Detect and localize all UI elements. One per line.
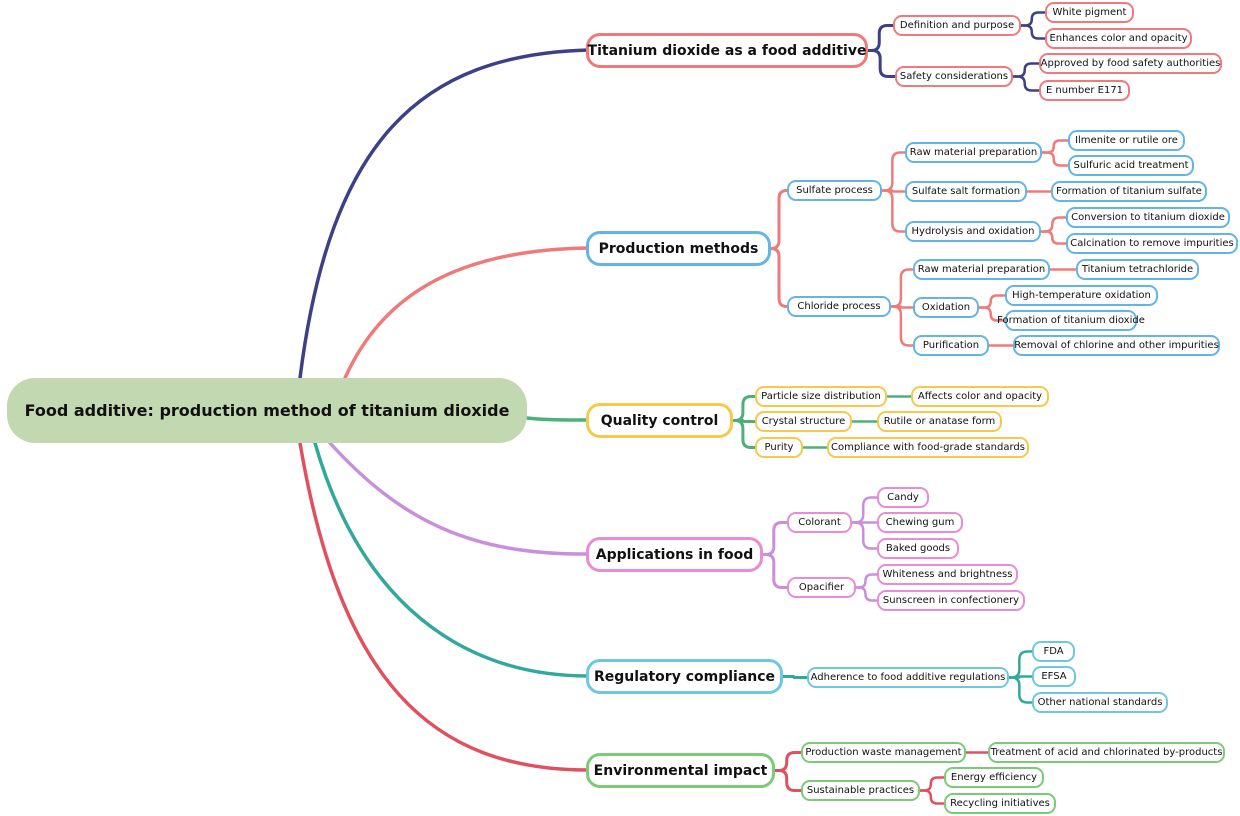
node-definition-and-purpose[interactable]: Definition and purpose <box>893 15 1021 36</box>
node-opacifier[interactable]: Opacifier <box>787 577 856 598</box>
branch-connector <box>761 521 789 556</box>
root-connector <box>313 441 590 678</box>
node-production-waste-management[interactable]: Production waste management <box>801 742 966 763</box>
node-chloride-raw-material[interactable]: Raw material preparation <box>913 259 1050 280</box>
root-connector <box>525 416 590 422</box>
branch-connector <box>1011 62 1041 78</box>
branch-connector <box>850 521 879 550</box>
node-sunscreen-confectionery[interactable]: Sunscreen in confectionery <box>877 590 1025 611</box>
branch-connector <box>1007 675 1034 679</box>
branch-connector <box>1039 216 1068 233</box>
node-enhances-color-opacity[interactable]: Enhances color and opacity <box>1045 28 1192 49</box>
branch-connector <box>1007 650 1034 679</box>
branch-connector <box>1007 676 1034 704</box>
branch-production-methods[interactable]: Production methods <box>586 231 771 266</box>
node-chewing-gum[interactable]: Chewing gum <box>877 512 963 533</box>
branch-connector <box>1040 139 1070 154</box>
branch-connector <box>1019 11 1047 27</box>
node-ilmenite-rutile-ore[interactable]: Ilmenite or rutile ore <box>1068 130 1185 151</box>
node-sustainable-practices[interactable]: Sustainable practices <box>801 780 920 801</box>
node-purity[interactable]: Purity <box>755 437 803 458</box>
branch-connector <box>880 189 907 193</box>
node-crystal-structure[interactable]: Crystal structure <box>755 411 852 432</box>
branch-connector <box>866 24 895 52</box>
branch-connector <box>880 151 907 192</box>
node-white-pigment[interactable]: White pigment <box>1045 2 1134 23</box>
branch-connector <box>1011 75 1041 92</box>
node-treatment-of-byproducts[interactable]: Treatment of acid and chlorinated by-pro… <box>988 742 1225 763</box>
node-fda[interactable]: FDA <box>1032 641 1075 662</box>
node-colorant[interactable]: Colorant <box>787 512 852 533</box>
branch-connector <box>761 553 789 589</box>
node-titanium-sulfate[interactable]: Formation of titanium sulfate <box>1051 181 1207 202</box>
branch-connector <box>1039 230 1068 245</box>
branch-applications-in-food[interactable]: Applications in food <box>586 537 763 572</box>
branch-connector <box>850 496 879 524</box>
branch-environmental-impact[interactable]: Environmental impact <box>586 753 775 788</box>
branch-connector <box>781 675 809 679</box>
branch-connector <box>977 294 1007 309</box>
branch-connector <box>769 189 789 250</box>
node-conversion-to-tio2[interactable]: Conversion to titanium dioxide <box>1066 207 1230 228</box>
node-energy-efficiency[interactable]: Energy efficiency <box>944 767 1044 788</box>
node-affects-color-opacity[interactable]: Affects color and opacity <box>911 386 1049 407</box>
node-baked-goods[interactable]: Baked goods <box>877 538 959 559</box>
root-connector <box>298 48 590 380</box>
node-efsa[interactable]: EFSA <box>1032 666 1076 687</box>
node-hydrolysis-oxidation[interactable]: Hydrolysis and oxidation <box>905 221 1041 242</box>
branch-regulatory-compliance[interactable]: Regulatory compliance <box>586 659 783 694</box>
branch-connector <box>889 268 915 308</box>
branch-connector <box>918 776 946 792</box>
branch-connector <box>977 306 1007 322</box>
node-other-national-standards[interactable]: Other national standards <box>1032 692 1168 713</box>
branch-connector <box>880 189 907 233</box>
branch-connector <box>854 586 879 602</box>
node-recycling-initiatives[interactable]: Recycling initiatives <box>944 793 1056 814</box>
branch-connector <box>773 751 803 772</box>
node-adherence-regulations[interactable]: Adherence to food additive regulations <box>807 667 1009 688</box>
branch-connector <box>854 573 879 589</box>
node-sulfate-raw-material[interactable]: Raw material preparation <box>905 142 1042 163</box>
branch-connector <box>731 395 757 422</box>
node-approved-by-authorities[interactable]: Approved by food safety authorities <box>1039 53 1222 74</box>
branch-connector <box>889 305 915 347</box>
node-formation-of-tio2[interactable]: Formation of titanium dioxide <box>997 310 1145 331</box>
node-calcination[interactable]: Calcination to remove impurities <box>1066 233 1238 254</box>
branch-connector <box>731 419 757 423</box>
root-topic[interactable]: Food additive: production method of tita… <box>7 378 527 443</box>
node-e-number-e171[interactable]: E number E171 <box>1039 80 1130 101</box>
branch-connector <box>1040 151 1070 167</box>
branch-connector <box>918 789 946 805</box>
branch-connector <box>773 769 803 792</box>
node-candy[interactable]: Candy <box>877 487 929 508</box>
branch-titanium-dioxide-food-additive[interactable]: Titanium dioxide as a food additive <box>586 33 868 68</box>
node-sulfate-salt-formation[interactable]: Sulfate salt formation <box>905 181 1027 202</box>
branch-quality-control[interactable]: Quality control <box>586 403 733 438</box>
node-chloride-process[interactable]: Chloride process <box>787 296 891 317</box>
branch-connector <box>769 247 789 308</box>
node-high-temperature-oxidation[interactable]: High-temperature oxidation <box>1005 285 1158 306</box>
node-sulfuric-acid-treatment[interactable]: Sulfuric acid treatment <box>1068 155 1194 176</box>
node-rutile-anatase[interactable]: Rutile or anatase form <box>877 411 1002 432</box>
node-food-grade-compliance[interactable]: Compliance with food-grade standards <box>827 437 1029 458</box>
root-connector <box>298 441 590 772</box>
node-purification[interactable]: Purification <box>913 335 989 356</box>
node-titanium-tetrachloride[interactable]: Titanium tetrachloride <box>1076 259 1199 280</box>
branch-connector <box>866 49 897 78</box>
branch-connector <box>1019 24 1047 40</box>
node-oxidation[interactable]: Oxidation <box>913 297 979 318</box>
branch-connector <box>889 305 915 309</box>
branch-connector <box>731 419 757 449</box>
root-connector <box>343 246 590 380</box>
node-whiteness-brightness[interactable]: Whiteness and brightness <box>877 564 1018 585</box>
node-sulfate-process[interactable]: Sulfate process <box>787 180 882 201</box>
root-connector <box>328 441 590 556</box>
node-safety-considerations[interactable]: Safety considerations <box>895 66 1013 87</box>
node-particle-size-distribution[interactable]: Particle size distribution <box>755 386 887 407</box>
node-removal-of-chlorine[interactable]: Removal of chlorine and other impurities <box>1013 335 1220 356</box>
